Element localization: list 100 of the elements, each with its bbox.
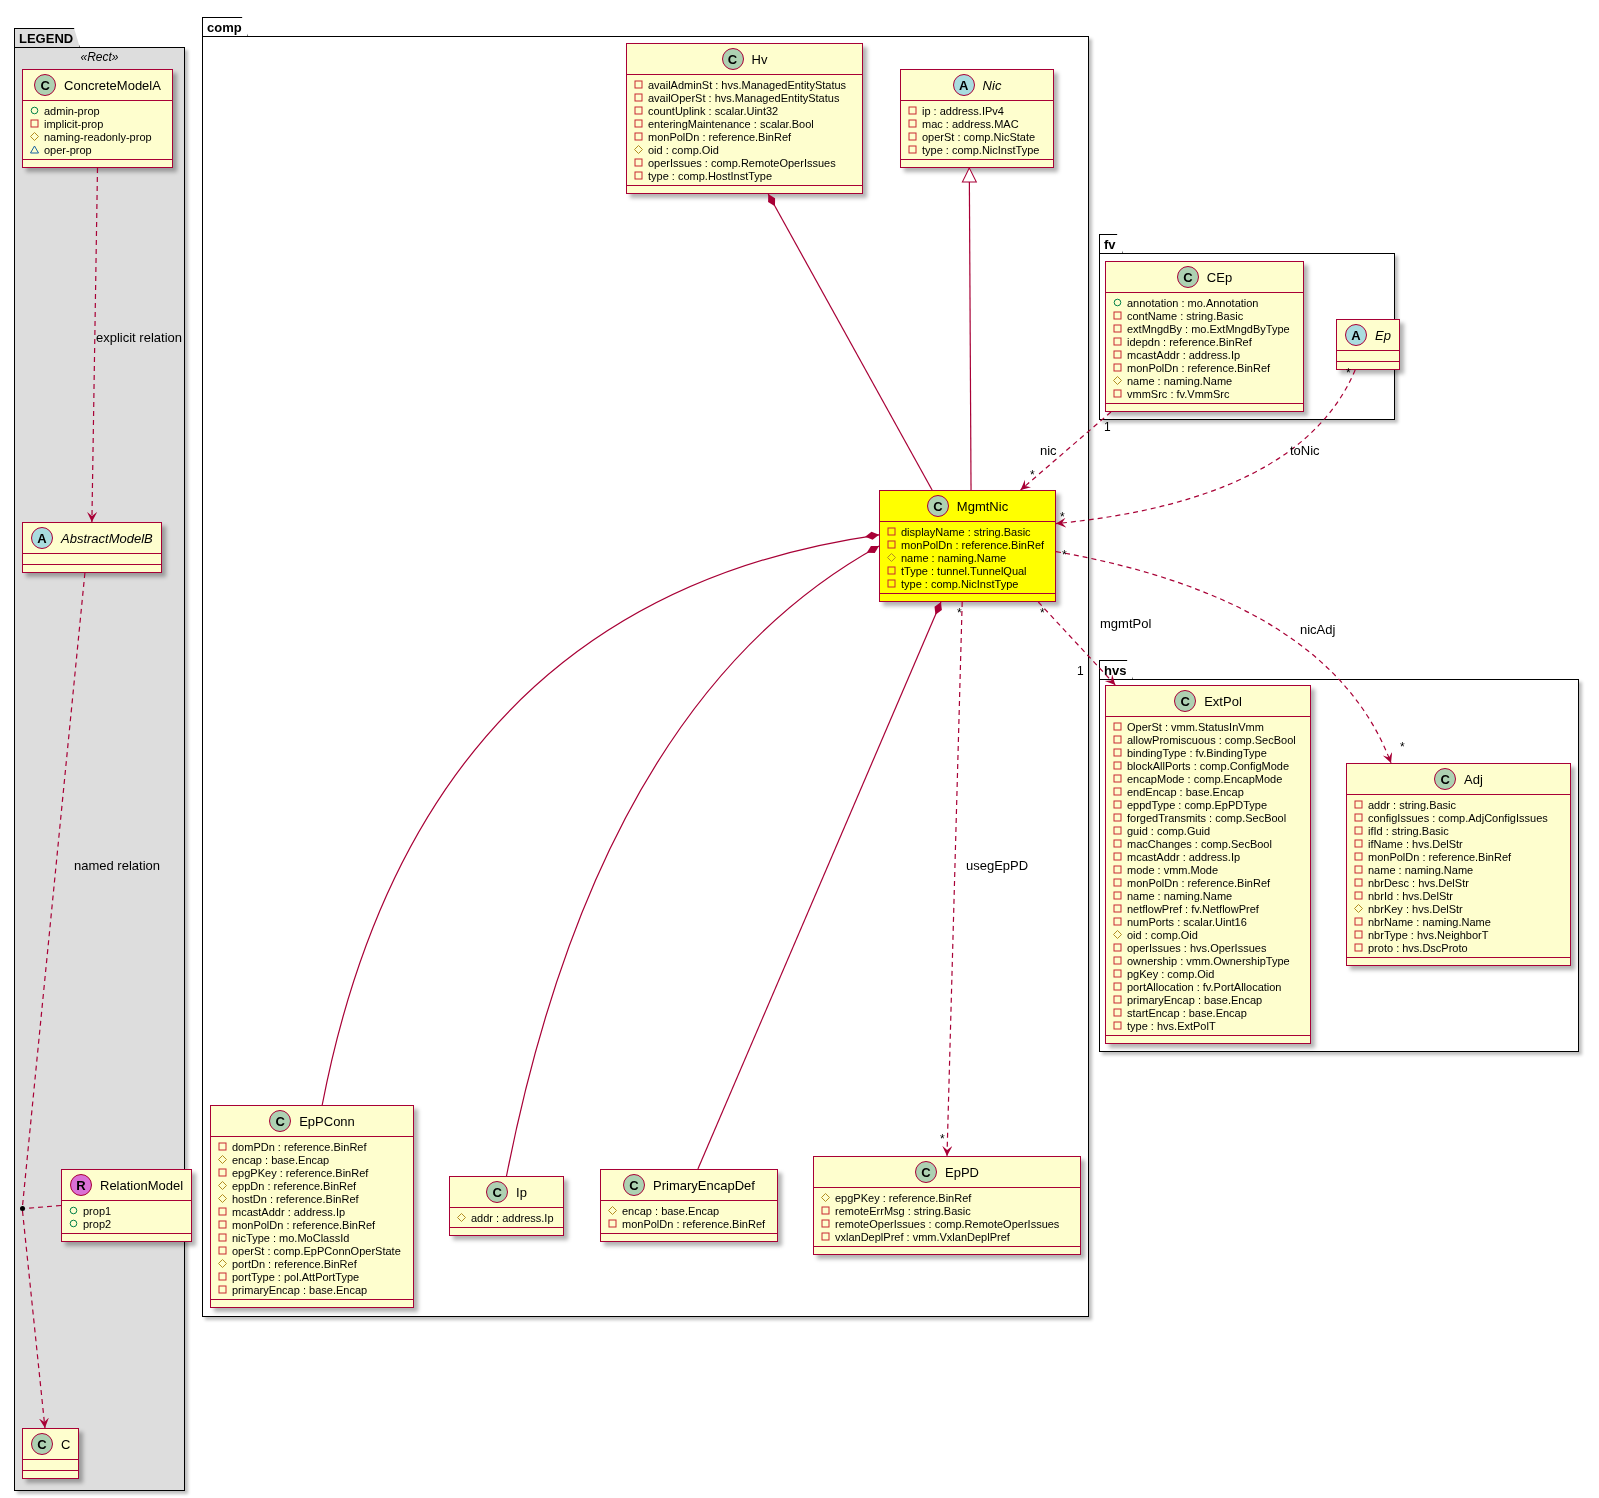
attribute-text: oid : comp.Oid xyxy=(1127,928,1198,941)
class-type-badge: R xyxy=(70,1174,92,1196)
attribute-text: numPorts : scalar.Uint16 xyxy=(1127,915,1247,928)
dependency-arrow xyxy=(1037,601,1116,686)
attribute-text: nbrType : hvs.NeighborT xyxy=(1368,928,1489,941)
attribute-text: epgPKey : reference.BinRef xyxy=(232,1166,369,1179)
class-type-badge: C xyxy=(623,1174,646,1196)
attribute-text: eppdType : comp.EpPDType xyxy=(1127,798,1268,811)
dependency-arrow xyxy=(87,167,99,523)
dependency-arrow xyxy=(21,1210,49,1429)
attribute-text: idepdn : reference.BinRef xyxy=(1127,335,1252,348)
class-name: ExtPol xyxy=(1204,693,1242,709)
multiplicity-label: * xyxy=(940,1132,945,1146)
class-box xyxy=(879,490,1056,602)
attribute-text: monPolDn : reference.BinRef xyxy=(232,1218,376,1231)
class-box xyxy=(61,1169,193,1242)
attribute-text: extMngdBy : mo.ExtMngdByType xyxy=(1127,322,1290,335)
composition-line xyxy=(321,532,880,1106)
class-box xyxy=(1105,261,1304,412)
attribute-text: prop1 xyxy=(83,1204,112,1217)
attribute-text: nbrDesc : hvs.DelStr xyxy=(1368,876,1469,889)
class-name: MgmtNic xyxy=(956,498,1009,514)
attribute-text: configIssues : comp.AdjConfigIssues xyxy=(1368,811,1548,824)
attribute-text: countUplink : scalar.Uint32 xyxy=(648,104,779,117)
edge-label: nic xyxy=(1040,443,1057,458)
attribute-text: mcastAddr : address.Ip xyxy=(1127,348,1241,361)
attribute-text: operIssues : hvs.OperIssues xyxy=(1127,941,1267,954)
attribute-text: forgedTransmits : comp.SecBool xyxy=(1127,811,1287,824)
class-name: Hv xyxy=(751,51,768,67)
attribute-text: portType : pol.AttPortType xyxy=(232,1270,360,1283)
attribute-text: primaryEncap : base.Encap xyxy=(1127,993,1263,1006)
class-name: CEp xyxy=(1206,269,1233,285)
dashed-line xyxy=(21,572,86,1207)
package-tab: fv xyxy=(1099,234,1123,254)
class-box xyxy=(22,1428,80,1479)
attribute-text: availAdminSt : hvs.ManagedEntityStatus xyxy=(648,78,847,91)
attribute-text: ownership : vmm.OwnershipType xyxy=(1127,954,1290,967)
attribute-text: domPDn : reference.BinRef xyxy=(232,1140,367,1153)
multiplicity-label: * xyxy=(1346,366,1351,380)
attribute-text: availOperSt : hvs.ManagedEntityStatus xyxy=(648,91,840,104)
attribute-text: name : naming.Name xyxy=(1368,863,1474,876)
attribute-text: endEncap : base.Encap xyxy=(1127,785,1244,798)
multiplicity-label: 1 xyxy=(1104,420,1111,434)
edge-label: nicAdj xyxy=(1300,622,1336,637)
class-name: EpPConn xyxy=(299,1113,355,1129)
class-type-badge: A xyxy=(1345,324,1367,346)
class-type-badge: C xyxy=(486,1181,509,1203)
attribute-text: macChanges : comp.SecBool xyxy=(1127,837,1272,850)
attribute-text: encapMode : comp.EncapMode xyxy=(1127,772,1283,785)
class-box xyxy=(210,1105,414,1308)
class-name: EpPD xyxy=(945,1164,979,1180)
attribute-text: monPolDn : reference.BinRef xyxy=(1127,876,1271,889)
junction-dot xyxy=(20,1206,25,1211)
class-type-badge: A xyxy=(31,527,53,549)
composition-line xyxy=(505,545,880,1177)
class-name: RelationModel xyxy=(100,1177,184,1193)
class-box xyxy=(813,1156,1081,1255)
attribute-text: name : naming.Name xyxy=(1127,374,1233,387)
class-box xyxy=(900,69,1054,168)
edge-label: explicit relation xyxy=(96,330,182,345)
dependency-arrow xyxy=(1055,369,1356,528)
attribute-text: operIssues : comp.RemoteOperIssues xyxy=(648,156,836,169)
attribute-text: displayName : string.Basic xyxy=(901,525,1031,538)
attribute-text: naming-readonly-prop xyxy=(44,130,152,143)
class-name: PrimaryEncapDef xyxy=(653,1177,755,1193)
attribute-text: implicit-prop xyxy=(44,117,104,130)
attribute-text: monPolDn : reference.BinRef xyxy=(1127,361,1271,374)
attribute-text: mcastAddr : address.Ip xyxy=(1127,850,1241,863)
attribute-text: operSt : comp.NicState xyxy=(922,130,1036,143)
multiplicity-label: * xyxy=(1062,548,1067,562)
attribute-text: epgPKey : reference.BinRef xyxy=(835,1191,972,1204)
attribute-text: portDn : reference.BinRef xyxy=(232,1257,357,1270)
attribute-text: annotation : mo.Annotation xyxy=(1127,296,1259,309)
attribute-text: oid : comp.Oid xyxy=(648,143,719,156)
attribute-text: remoteOperIssues : comp.RemoteOperIssues xyxy=(835,1217,1060,1230)
package-tab: hvs xyxy=(1099,660,1133,680)
attribute-text: addr : address.Ip xyxy=(471,1211,554,1224)
composition-line xyxy=(767,193,933,491)
class-type-badge: C xyxy=(926,495,949,517)
multiplicity-label: * xyxy=(957,606,962,620)
multiplicity-label: * xyxy=(1400,740,1405,754)
attribute-text: encap : base.Encap xyxy=(232,1153,330,1166)
attribute-text: monPolDn : reference.BinRef xyxy=(1368,850,1512,863)
class-name: C xyxy=(61,1436,71,1452)
multiplicity-label: * xyxy=(1060,510,1065,524)
class-type-badge: C xyxy=(34,74,57,96)
class-type-badge: A xyxy=(952,74,975,96)
class-box xyxy=(22,69,173,168)
class-box xyxy=(22,522,162,573)
class-type-badge: C xyxy=(1176,266,1199,288)
edge-label: mgmtPol xyxy=(1100,616,1152,631)
dependency-arrow xyxy=(1055,551,1392,764)
class-box xyxy=(1105,685,1311,1044)
class-name: Ep xyxy=(1375,327,1391,343)
class-type-badge: C xyxy=(31,1433,53,1455)
attribute-text: name : naming.Name xyxy=(901,551,1007,564)
inheritance-arrow xyxy=(961,167,977,491)
attribute-text: enteringMaintenance : scalar.Bool xyxy=(648,117,814,130)
attribute-text: hostDn : reference.BinRef xyxy=(232,1192,359,1205)
attribute-text: name : naming.Name xyxy=(1127,889,1233,902)
